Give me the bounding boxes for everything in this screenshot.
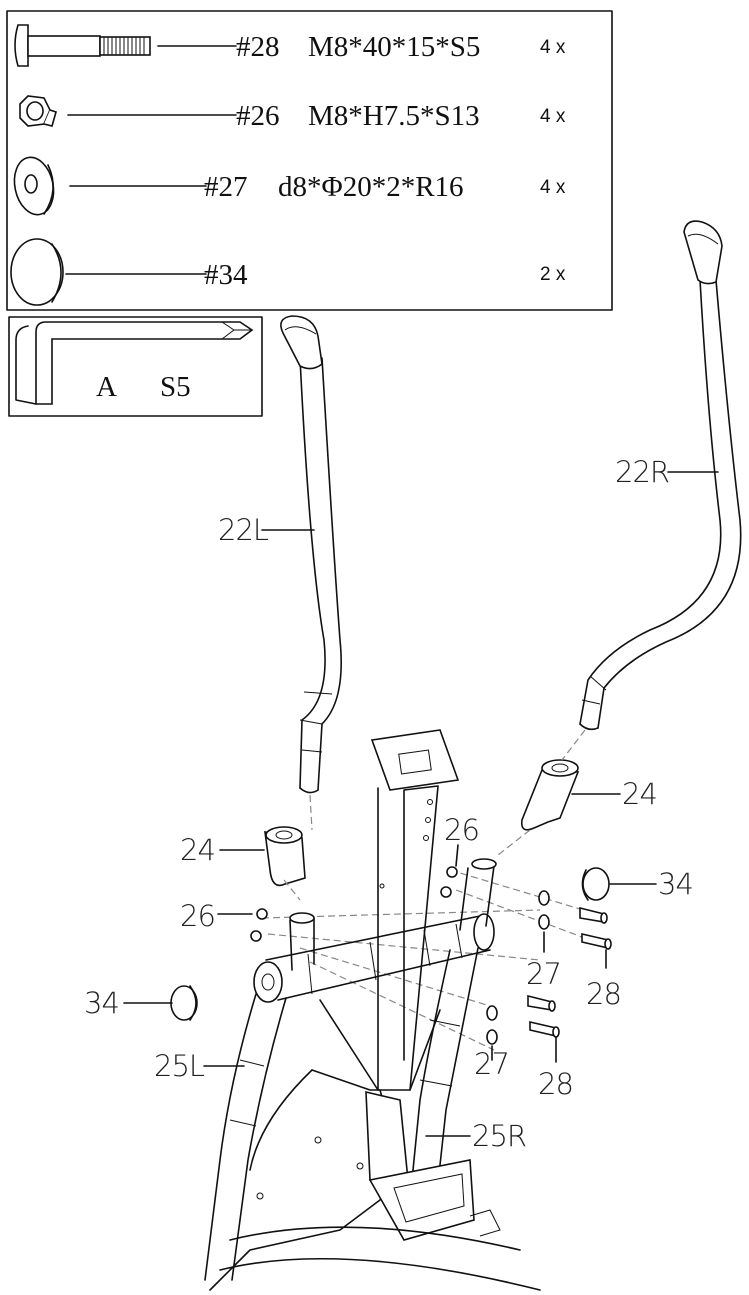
callout-28-upper: 28 xyxy=(586,977,621,1011)
callout-26-left: 26 xyxy=(180,899,215,933)
washer-lower xyxy=(486,1005,498,1045)
cap-left xyxy=(170,985,198,1021)
handlebar-left xyxy=(280,315,342,794)
callout-27-upper: 27 xyxy=(526,957,561,991)
parts-list-row-name: #27 xyxy=(204,171,248,203)
upright-post xyxy=(319,729,460,1091)
tool-label: A xyxy=(96,371,117,403)
handlebar-right xyxy=(579,220,742,731)
bolt-upper xyxy=(579,906,612,950)
sleeve-left xyxy=(264,826,306,887)
pivot-pegs xyxy=(289,858,497,971)
parts-list-box xyxy=(6,10,613,311)
callout-27-lower: 27 xyxy=(474,1047,509,1081)
parts-list-row-qty: 4 x xyxy=(540,106,566,127)
callout-25l: 25L xyxy=(154,1049,205,1083)
parts-list-row-name: #26 xyxy=(236,100,280,132)
callout-24-left: 24 xyxy=(180,833,215,867)
washer-icon xyxy=(13,156,55,216)
allen-key-icon xyxy=(15,321,254,405)
bolt-lower xyxy=(527,994,560,1038)
nut-icon xyxy=(19,95,57,127)
crossbar xyxy=(253,913,495,1003)
callout-28-lower: 28 xyxy=(538,1067,573,1101)
tool-box xyxy=(8,316,263,417)
sleeve-right xyxy=(520,759,580,831)
parts-list-row-qty: 4 x xyxy=(540,177,566,198)
callout-25r: 25R xyxy=(472,1119,526,1153)
base-housing xyxy=(209,1069,541,1291)
parts-list-row-name: #34 xyxy=(204,259,248,291)
parts-list-row-qty: 4 x xyxy=(540,37,566,58)
bolt-icon xyxy=(14,24,151,67)
washer-upper xyxy=(538,890,550,930)
callout-34-right: 34 xyxy=(658,867,693,901)
callout-22l: 22L xyxy=(218,513,269,547)
parts-list-row-spec: M8*40*15*S5 xyxy=(308,31,480,63)
callout-22r: 22R xyxy=(615,455,669,489)
parts-list-row-spec: M8*H7.5*S13 xyxy=(308,100,480,132)
nut-right xyxy=(440,866,458,898)
lower-arm-right xyxy=(409,947,479,1221)
callout-26-right: 26 xyxy=(444,813,479,847)
callout-24-right: 24 xyxy=(622,777,657,811)
nut-left xyxy=(250,908,268,942)
parts-list-row-name: #28 xyxy=(236,31,280,63)
cap-right xyxy=(581,867,610,901)
parts-list-row-spec: d8*Φ20*2*R16 xyxy=(278,171,464,203)
tool-size: S5 xyxy=(160,371,191,403)
callout-34-left: 34 xyxy=(84,986,119,1020)
end-cap-icon xyxy=(10,238,64,306)
lower-arm-left xyxy=(204,993,287,1281)
parts-list-row-qty: 2 x xyxy=(540,264,566,285)
